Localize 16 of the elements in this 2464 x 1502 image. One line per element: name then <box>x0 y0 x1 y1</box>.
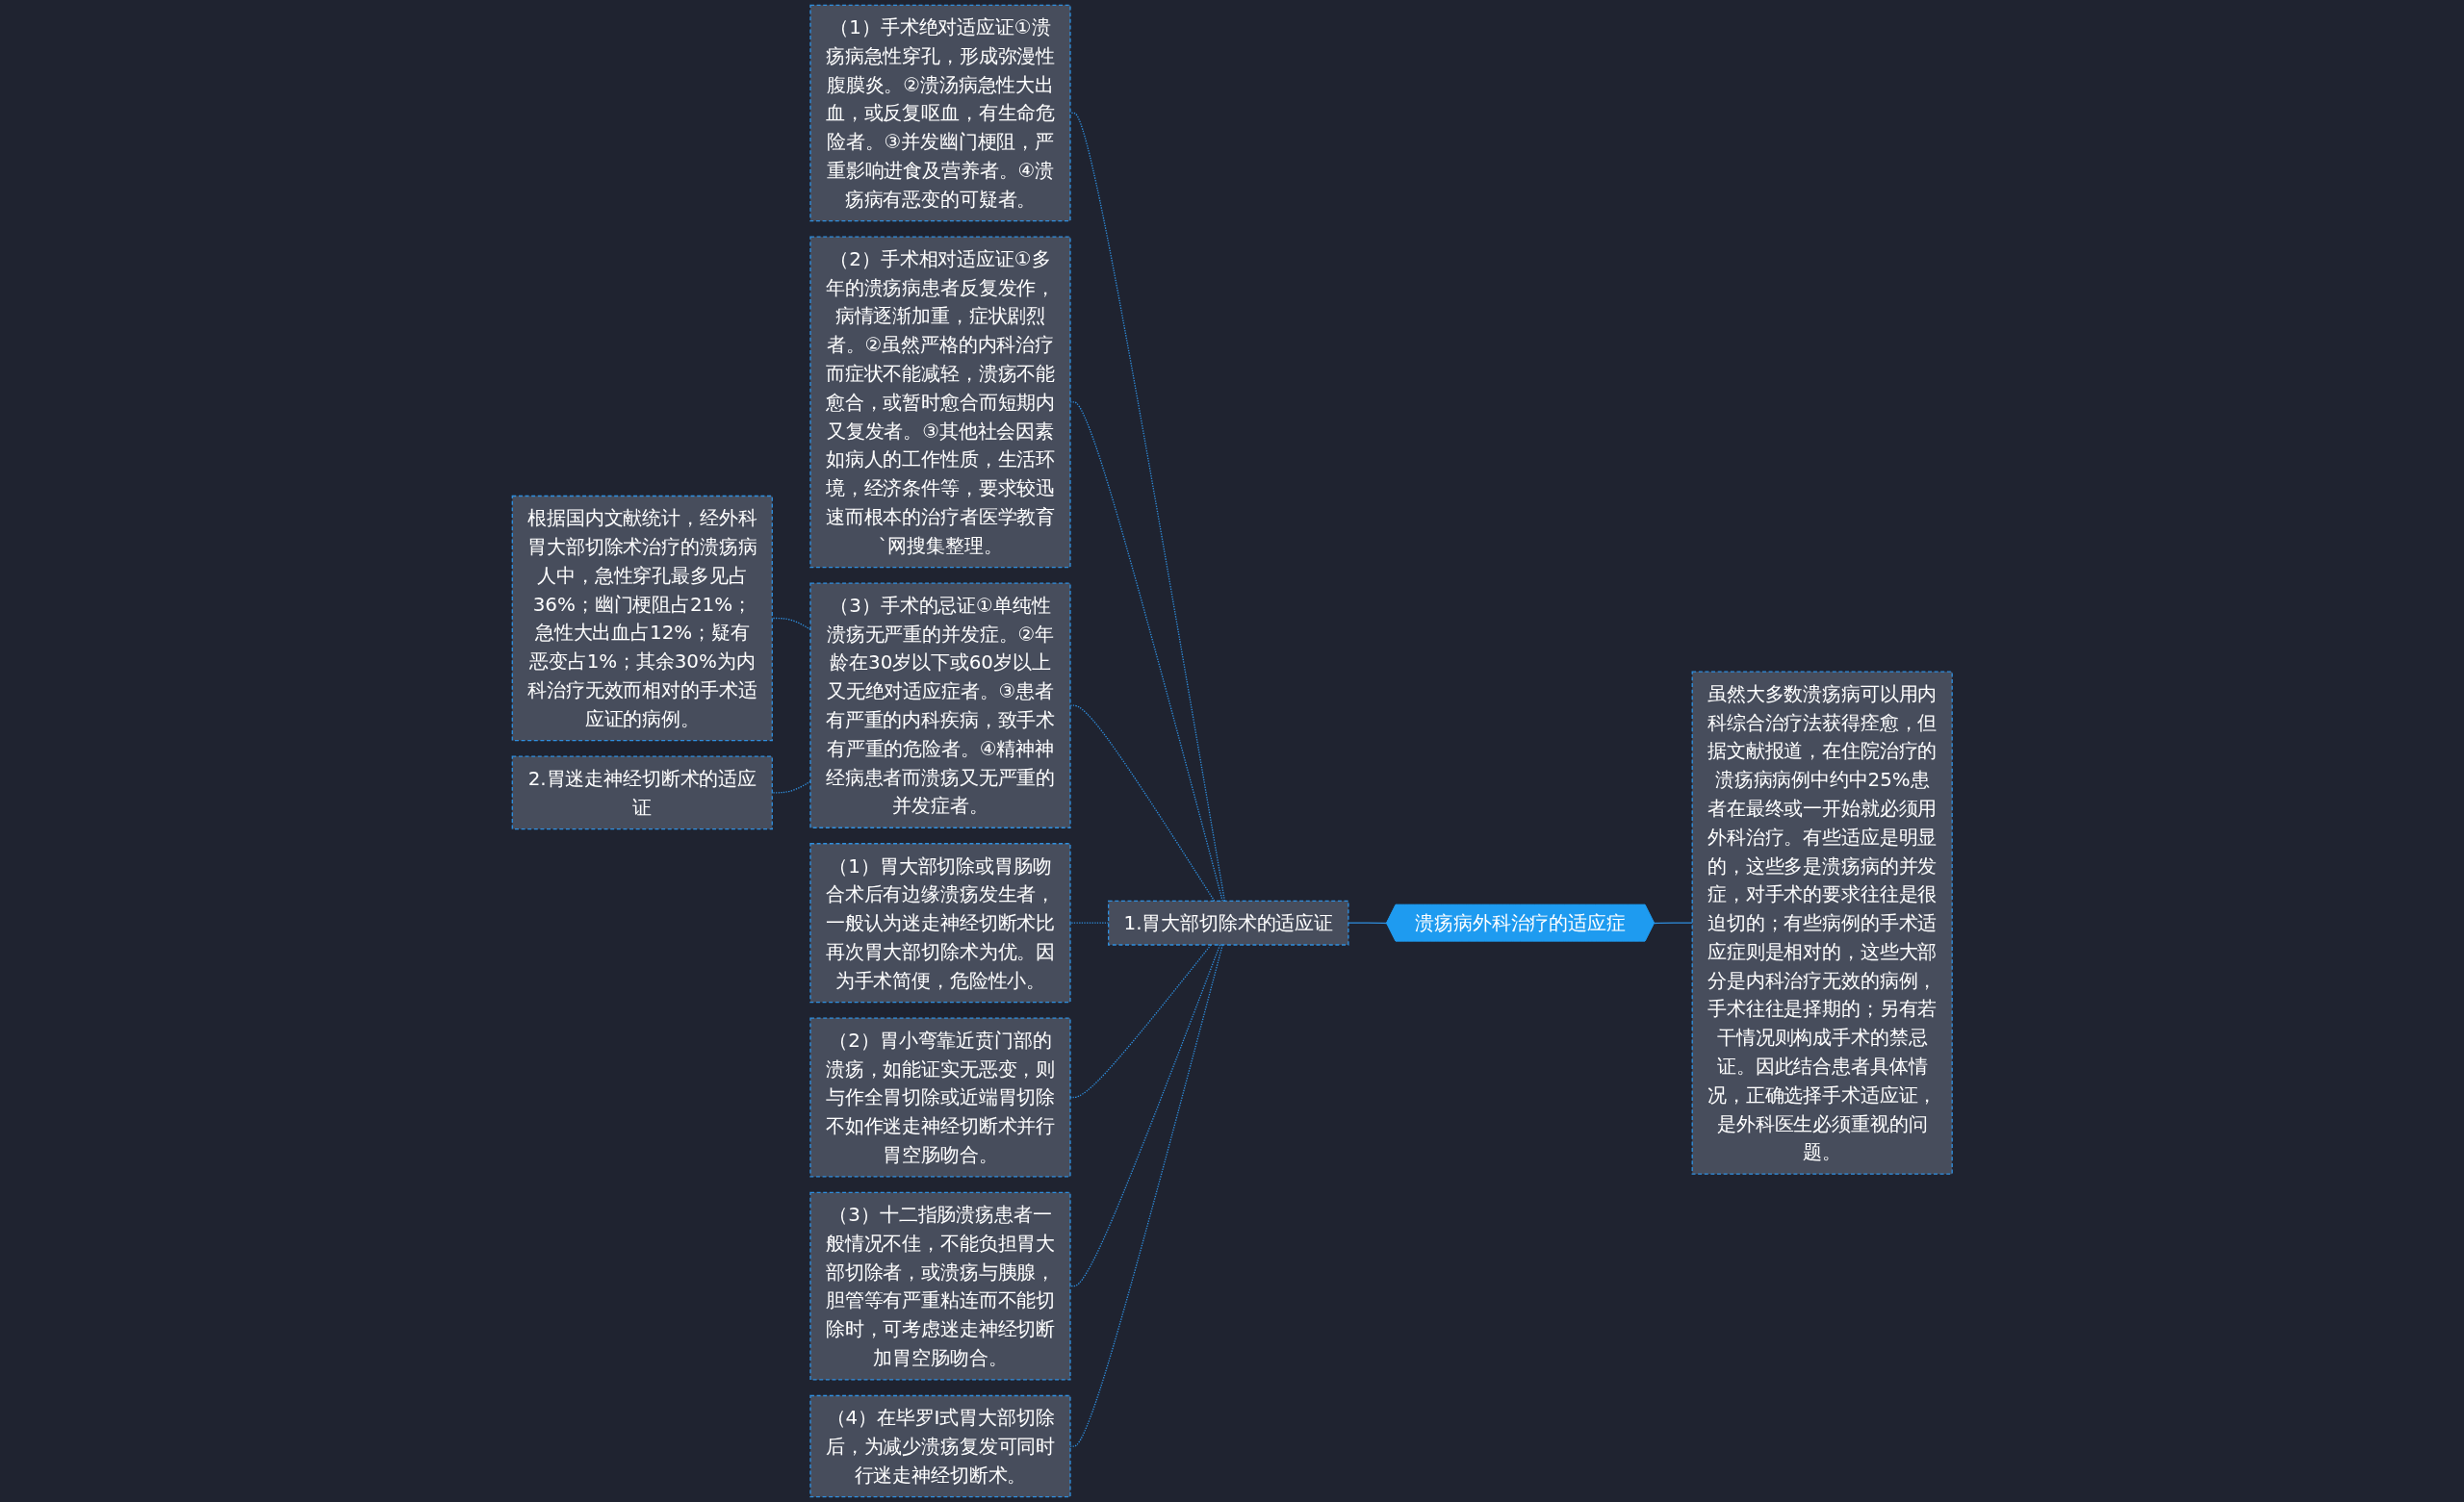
node-box: （1）胃大部切除或胃肠吻合术后有边缘溃疡发生者，一般认为迷走神经切断术比再次胃大部切除术为优。因为手术简便，危险性小。 <box>809 843 1071 1004</box>
node-box: （3）手术的忌证①单纯性溃疡无严重的并发症。②年龄在30岁以下或60岁以上又无绝对适应症者。③患者有严重的内科疾病，致手术有严重的危险者。④精神神经病患者而溃疡又无严重的并发症者。 <box>809 582 1071 828</box>
connector <box>1069 944 1220 1287</box>
node-box: （2）手术相对适应证①多年的溃疡病患者反复发作，病情逐渐加重，症状剧烈者。②虽然严格的内科治疗而症状不能减轻，溃疡不能愈合，或暂时愈合而短期内又复发者。③其他社会因素如病人的工作性质，生活环境，经济条件等，要求较迅速而根本的治疗者医学教育`网搜集整理。 <box>809 236 1071 569</box>
node-box: （2）胃小弯靠近贲门部的溃疡，如能证实无恶变，则与作全胃切除或近端胃切除不如作迷走神经切断术并行胃空肠吻合。 <box>809 1017 1071 1178</box>
connector <box>1069 944 1223 1447</box>
node-box: 2.胃迷走神经切断术的适应证 <box>511 755 773 830</box>
node-box: 虽然大多数溃疡病可以用内科综合治疗法获得痊愈，但据文献报道，在住院治疗的溃疡病病例中约中25%患者在最终或一开始就必须用外科治疗。有些适应是明显的，这些多是溃疡病的并发症，对手术的要求往往是很迫切的；有些病例的手术适应症则是相对的，这些大部分是内科治疗无效的病例，手术往往是择期的；另有若干情况则构成手术的禁忌证。因此结合患者具体情况，正确选择手术适应证，是外科医生必须重视的问题。 <box>1691 671 1953 1175</box>
connector <box>1069 401 1223 902</box>
connector <box>1069 704 1216 902</box>
node-box: 根据国内文献统计，经外科胃大部切除术治疗的溃疡病人中，急性穿孔最多见占36%；幽门梗阻占21%；急性大出血占12%；疑有恶变占1%；其余30%为内科治疗无效而相对的手术适应证的病例。 <box>511 495 773 742</box>
node-box: （3）十二指肠溃疡患者一般情况不佳，不能负担胃大部切除者，或溃疡与胰腺，胆管等有严重粘连而不能切除时，可考虑迷走神经切断加胃空肠吻合。 <box>809 1191 1071 1381</box>
node-box: （1）手术绝对适应证①溃疡病急性穿孔，形成弥漫性腹膜炎。②溃汤病急性大出血，或反复呕血，有生命危险者。③并发幽门梗阻，严重影响进食及营养者。④溃疡病有恶变的可疑者。 <box>809 4 1071 222</box>
node-box: 1.胃大部切除术的适应证 <box>1107 900 1349 946</box>
connector <box>1069 112 1225 902</box>
node-box: （4）在毕罗Ⅰ式胃大部切除后，为减少溃疡复发可同时行迷走神经切断术。 <box>809 1394 1071 1498</box>
